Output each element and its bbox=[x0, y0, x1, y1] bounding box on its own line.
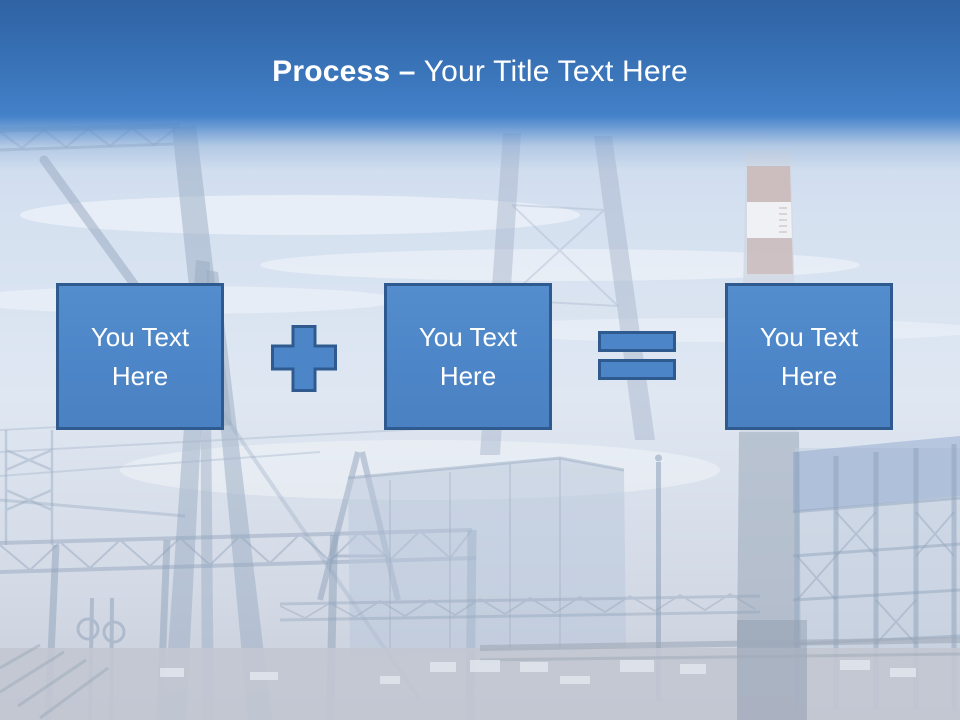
title-text: Your Title Text Here bbox=[423, 55, 688, 88]
process-step-1[interactable]: You Text Here bbox=[56, 283, 224, 430]
lattice-tower-low bbox=[4, 430, 54, 545]
process-step-3-label: You Text Here bbox=[759, 321, 859, 391]
mast-silhouette bbox=[655, 454, 662, 702]
ground-haze bbox=[0, 620, 960, 720]
walkway-truss-silhouette bbox=[279, 592, 761, 622]
title-keyword: Process – bbox=[272, 55, 416, 88]
process-step-1-label: You Text Here bbox=[90, 321, 190, 391]
plant-building-silhouette bbox=[347, 456, 626, 656]
equals-bar-top bbox=[598, 331, 676, 352]
process-step-2[interactable]: You Text Here bbox=[384, 283, 552, 430]
equals-icon bbox=[598, 331, 676, 380]
process-step-2-label: You Text Here bbox=[418, 321, 518, 391]
equals-bar-bottom bbox=[598, 359, 676, 380]
title-banner: Process – Your Title Text Here bbox=[0, 0, 960, 170]
plus-icon bbox=[271, 325, 337, 392]
process-step-3[interactable]: You Text Here bbox=[725, 283, 893, 430]
slide-title: Process – Your Title Text Here bbox=[0, 52, 960, 92]
